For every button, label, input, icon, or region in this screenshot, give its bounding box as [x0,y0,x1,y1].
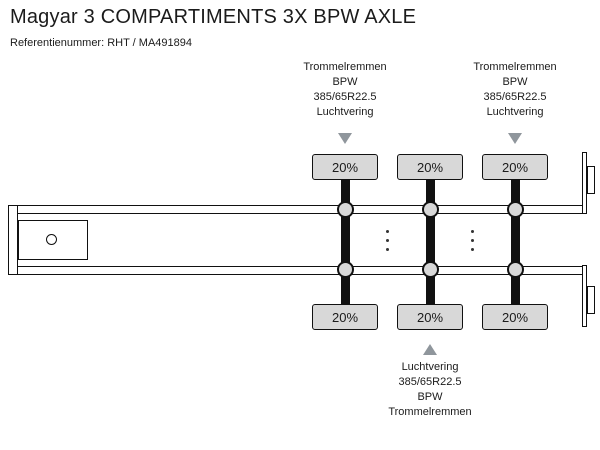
reference-number: Referentienummer: RHT / MA491894 [10,37,192,49]
annotation-line: BPW [502,76,528,88]
wheel-hub [506,201,524,218]
axle-spec-annotation-top-right: Trommelremmen BPW 385/65R22.5 Luchtverin… [440,60,590,120]
rivet-dot [471,248,474,251]
tire-load-label: 20% [501,309,529,325]
page-title: Magyar 3 COMPARTIMENTS 3X BPW AXLE [10,6,417,28]
annotation-line: BPW [417,391,443,403]
chassis-rail-top [8,205,585,214]
tire-load-badge: 20% [397,154,463,180]
wheel-hub [336,261,354,278]
annotation-line: Luchtvering [486,106,544,118]
axle-bar-3 [510,180,520,306]
annotation-line: Luchtvering [401,361,459,373]
rear-hinge-bottom [587,286,595,314]
rear-frame-top [582,152,587,214]
rivet-dot [471,230,474,233]
annotation-line: Trommelremmen [473,61,557,73]
kingpin [46,234,57,245]
annotation-line: Trommelremmen [388,406,472,418]
tire-load-label: 20% [501,159,529,175]
wheel-hub [421,201,439,218]
tire-load-label: 20% [416,159,444,175]
tire-load-badge: 20% [482,154,548,180]
tire-load-label: 20% [416,309,444,325]
annotation-line: 385/65R22.5 [313,91,377,103]
front-crossmember [8,205,18,275]
wheel-hub [421,261,439,278]
tire-load-badge: 20% [397,304,463,330]
annotation-line: Trommelremmen [303,61,387,73]
annotation-line: 385/65R22.5 [398,376,462,388]
axle-spec-annotation-bottom: Luchtvering 385/65R22.5 BPW Trommelremme… [355,360,505,420]
rivet-dot [386,230,389,233]
arrow-down-icon [338,133,352,144]
axle-bar-2 [425,180,435,306]
axle-spec-annotation-top-left: Trommelremmen BPW 385/65R22.5 Luchtverin… [270,60,420,120]
rivet-dot [471,239,474,242]
tire-load-label: 20% [331,309,359,325]
tire-load-label: 20% [331,159,359,175]
tire-load-badge: 20% [482,304,548,330]
wheel-hub [336,201,354,218]
rear-frame-bottom [582,265,587,327]
wheel-hub [506,261,524,278]
rear-hinge-top [587,166,595,194]
tire-load-badge: 20% [312,154,378,180]
arrow-down-icon [508,133,522,144]
rivet-dot [386,239,389,242]
annotation-line: 385/65R22.5 [483,91,547,103]
arrow-up-icon [423,344,437,355]
tire-load-badge: 20% [312,304,378,330]
chassis-rail-bottom [8,266,585,275]
annotation-line: BPW [332,76,358,88]
annotation-line: Luchtvering [316,106,374,118]
axle-bar-1 [340,180,350,306]
rivet-dot [386,248,389,251]
